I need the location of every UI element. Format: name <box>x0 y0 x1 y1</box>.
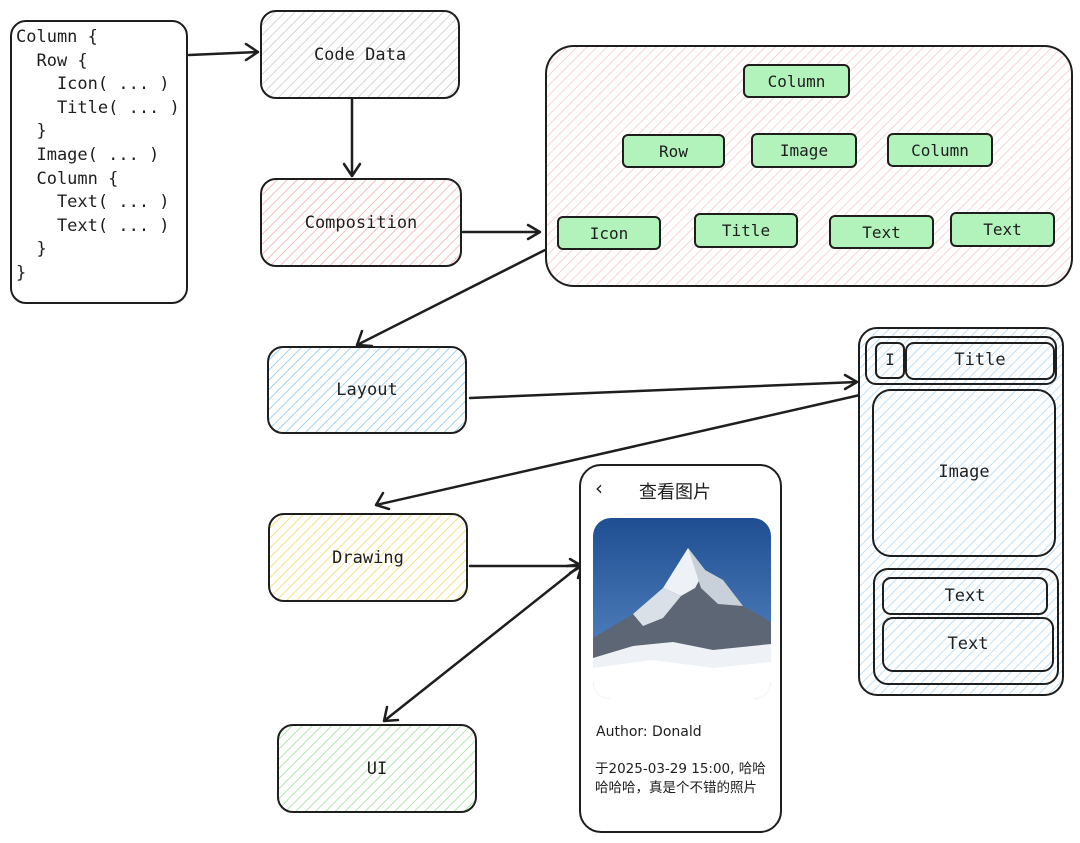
tree-node-column: Column <box>887 133 993 167</box>
phone-mockup: ‹ 查看图片 Author: Donald 于2025-03-29 15:00,… <box>579 464 782 833</box>
stage-label: Composition <box>304 212 418 233</box>
code-line: Icon( ... ) <box>16 74 170 95</box>
arrow-drawing-to-phone <box>468 557 584 575</box>
code-line: Title( ... ) <box>16 97 180 118</box>
stage-composition: Composition <box>260 178 462 267</box>
code-line: } <box>16 121 47 142</box>
arrow-codedata-to-composition <box>342 97 362 178</box>
stage-ui: UI <box>277 724 477 813</box>
page-title: 查看图片 <box>639 482 711 503</box>
layout-text-slot-1: Text <box>944 586 986 606</box>
code-line: } <box>16 239 47 260</box>
code-line: Column { <box>16 168 119 189</box>
tree-node-row: Row <box>622 134 725 168</box>
code-line: Image( ... ) <box>16 144 160 165</box>
stage-drawing: Drawing <box>268 513 468 602</box>
tree-node-label: Column <box>767 71 826 91</box>
author-label: Author: Donald <box>596 724 702 740</box>
layout-text-slot-2: Text <box>947 634 989 654</box>
code-line: } <box>16 262 27 283</box>
tree-node-icon: Icon <box>557 216 661 250</box>
tree-edge <box>943 165 1005 214</box>
chevron-left-icon[interactable]: ‹ <box>595 476 603 500</box>
tree-node-label: Image <box>779 141 829 160</box>
tree-node-text-2: Text <box>950 212 1055 247</box>
stage-label: Layout <box>336 380 398 400</box>
code-line: Column { <box>16 27 98 47</box>
tree-node-label: Icon <box>589 223 629 243</box>
stage-label: Drawing <box>332 547 404 568</box>
stage-label: Code Data <box>313 44 407 65</box>
code-snippet-box: Column { Row { Icon( ... ) Title( ... ) … <box>10 20 188 304</box>
tree-node-column-root: Column <box>743 64 850 98</box>
tree-edge <box>795 96 942 136</box>
code-line: Text( ... ) <box>16 215 170 236</box>
tree-node-label: Text <box>983 220 1022 239</box>
tree-node-label: Title <box>721 221 771 240</box>
code-line: Row { <box>16 50 88 71</box>
tree-edge <box>793 96 799 136</box>
arrow-code-to-codedata <box>187 42 260 62</box>
arrow-composition-to-tree <box>461 223 542 241</box>
layout-image-slot: Image <box>938 462 990 482</box>
stage-code-data: Code Data <box>260 10 460 99</box>
stage-layout: Layout <box>267 346 467 434</box>
tree-edge <box>671 96 799 138</box>
stage-label: UI <box>366 758 388 779</box>
photo-description: 于2025-03-29 15:00, 哈哈哈哈哈，真是个不错的照片 <box>595 761 766 796</box>
code-line: Text( ... ) <box>16 192 170 213</box>
tree-edge <box>606 166 662 218</box>
layout-icon-slot: I <box>885 350 895 369</box>
arrow-layout-to-preview <box>468 373 859 400</box>
tree-node-text-1: Text <box>829 215 934 249</box>
tree-node-label: Text <box>862 222 901 242</box>
tree-node-title: Title <box>694 213 798 248</box>
layout-title-slot: Title <box>954 350 1006 370</box>
tree-edge <box>878 165 932 217</box>
tree-edge <box>670 166 747 215</box>
tree-node-image: Image <box>751 133 857 168</box>
tree-node-label: Row <box>659 141 688 161</box>
tree-node-label: Column <box>911 140 969 160</box>
mountain-photo <box>593 518 771 699</box>
